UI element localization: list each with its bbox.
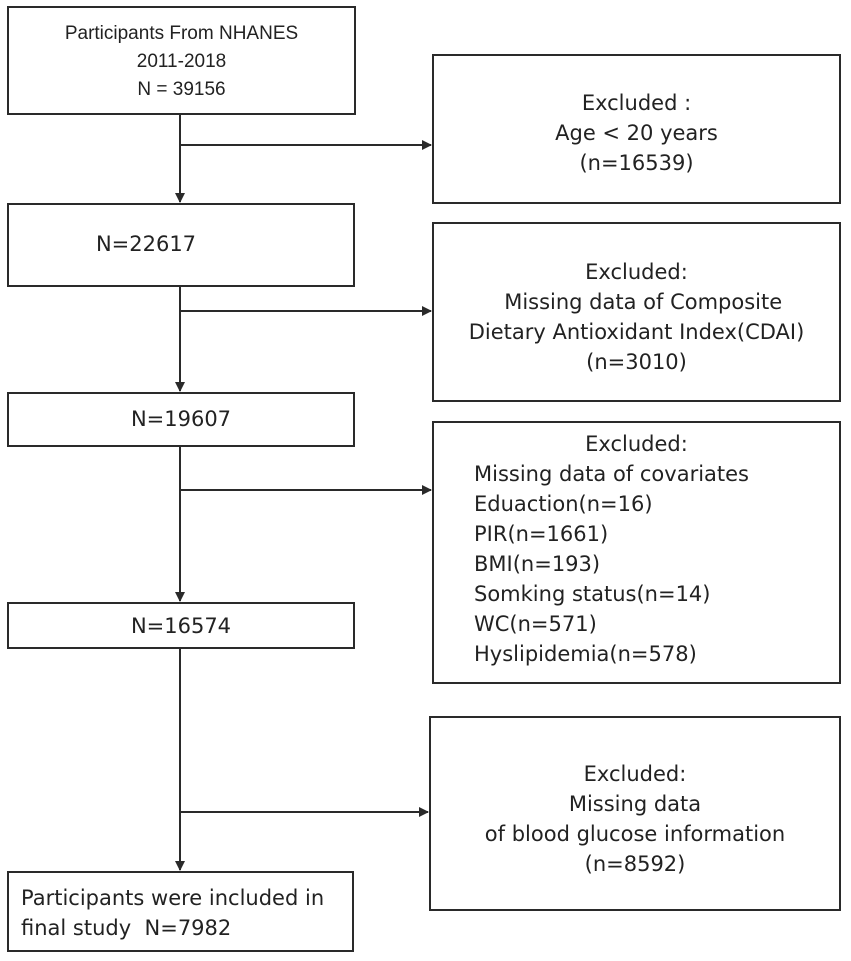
n2-count: N=22617: [95, 232, 197, 256]
box-excluded-covariates: Excluded: Missing data of covariates Edu…: [432, 421, 841, 684]
start-line-2: 2011-2018: [136, 51, 227, 72]
box-start: Participants From NHANES 2011-2018 N = 3…: [7, 6, 356, 115]
box-excluded-cdai: Excluded: Missing data of Composite Diet…: [432, 222, 841, 402]
final-line-1: Participants were included in: [21, 886, 325, 910]
ex1-line-3: (n=16539): [579, 151, 694, 175]
ex3-item: Hyslipidemia(n=578): [474, 642, 697, 666]
box-n4: N=16574: [7, 602, 355, 649]
ex2-line-4: (n=3010): [586, 350, 687, 374]
ex3-item: Somking status(n=14): [474, 582, 711, 606]
ex2-line-3: Dietary Antioxidant Index(CDAI): [468, 320, 805, 344]
ex3-item: WC(n=571): [474, 612, 597, 636]
ex3-title: Excluded:: [585, 432, 688, 456]
box-excluded-age: Excluded : Age < 20 years (n=16539): [432, 54, 841, 204]
ex2-line-1: Excluded:: [585, 260, 688, 284]
n3-count: N=19607: [130, 407, 232, 431]
ex4-line-4: (n=8592): [584, 852, 686, 876]
ex3-item: Missing data of covariates: [474, 462, 749, 486]
ex4-line-2: Missing data: [568, 792, 702, 816]
ex1-line-1: Excluded :: [581, 91, 692, 115]
ex3-item: PIR(n=1661): [474, 522, 609, 546]
final-line-2: final study N=7982: [21, 916, 232, 940]
start-line-3: N = 39156: [137, 79, 226, 100]
box-n3: N=19607: [7, 392, 355, 447]
box-n2: N=22617: [7, 203, 355, 287]
n4-count: N=16574: [130, 614, 232, 638]
ex1-line-2: Age < 20 years: [555, 121, 718, 145]
box-final: Participants were included in final stud…: [7, 871, 354, 952]
ex3-item-list: Missing data of covariates Eduaction(n=1…: [434, 459, 839, 669]
ex3-item: Eduaction(n=16): [474, 492, 653, 516]
ex3-item: BMI(n=193): [474, 552, 601, 576]
box-excluded-glucose: Excluded: Missing data of blood glucose …: [429, 716, 841, 911]
ex2-line-2: Missing data of Composite: [490, 290, 783, 314]
start-line-1: Participants From NHANES: [64, 23, 299, 44]
ex4-line-1: Excluded:: [583, 762, 687, 786]
ex4-line-3: of blood glucose information: [484, 822, 786, 846]
